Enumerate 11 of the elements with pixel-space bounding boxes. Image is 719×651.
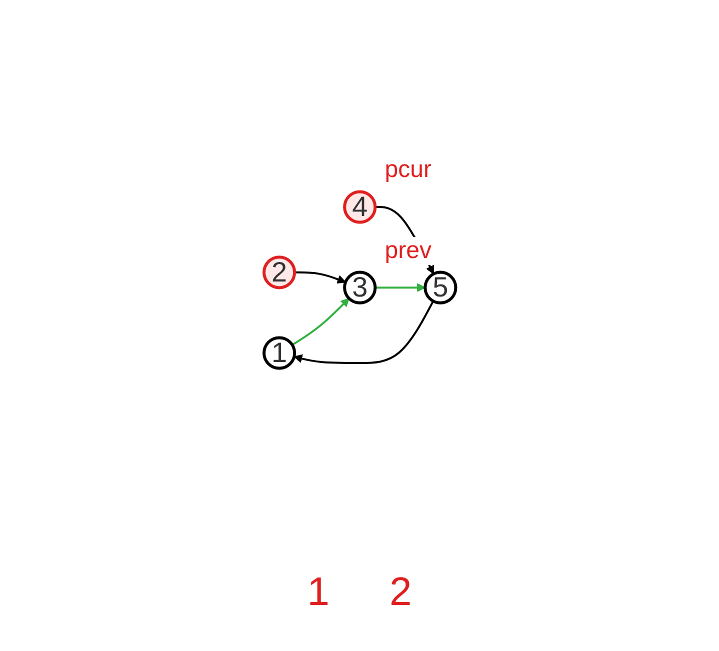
arrow [293,300,434,364]
number-label: 2 [390,570,412,614]
node-circle: 2 [262,256,296,290]
arrow [291,298,350,346]
arrow [374,283,426,292]
node-circle: 5 [423,270,457,304]
node-circle: 3 [342,270,376,304]
node-circle: 4 [342,190,376,224]
arrow [294,271,346,284]
number-label: 1 [307,570,330,614]
node-circle: 1 [262,336,296,370]
